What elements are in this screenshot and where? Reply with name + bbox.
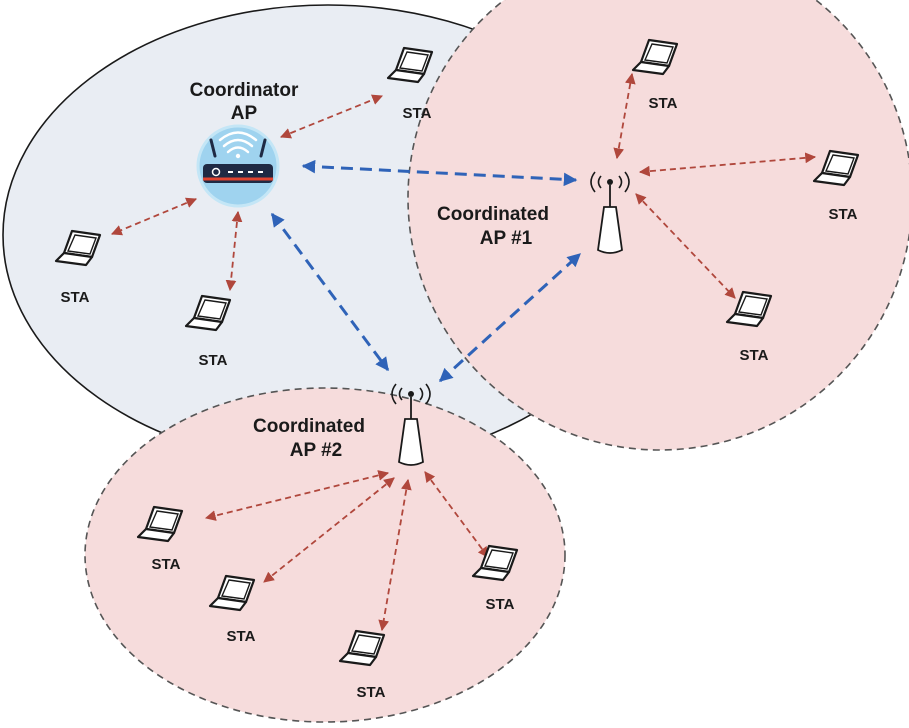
sta-label: STA: [486, 596, 515, 613]
link-coordinator-sta-left: [111, 197, 197, 236]
sta-label: STA: [740, 347, 769, 364]
sta-label: STA: [152, 556, 181, 573]
coordinated-ap-1-label-line2: AP #1: [480, 228, 533, 249]
sta-label: STA: [199, 352, 228, 369]
backhaul-link-coordinator-ap2: [270, 212, 390, 372]
link-ap1-sta-top: [613, 72, 636, 160]
link-ap2-sta-2: [263, 477, 395, 583]
antenna-icon: [391, 383, 431, 466]
sta-label: STA: [403, 105, 432, 122]
sta-label: STA: [357, 684, 386, 701]
station-links: [111, 72, 817, 632]
coordinator-label-line1: Coordinator: [190, 80, 299, 101]
wifi-router-icon: [196, 124, 280, 208]
coordinated-ap-2-label-line1: Coordinated: [253, 416, 365, 437]
coordinated-ap-2-label-line2: AP #2: [290, 440, 342, 461]
coordinator-label-line2: AP: [231, 103, 258, 124]
sta-label: STA: [227, 628, 256, 645]
backhaul-link-ap1-ap2: [438, 252, 582, 383]
link-coordinator-sta-bottom: [225, 210, 243, 292]
sta-label: STA: [61, 289, 90, 306]
sta-label: STA: [829, 206, 858, 223]
coordinated-ap-1-label-line1: Coordinated: [437, 204, 549, 225]
antenna-icon: [590, 171, 630, 254]
sta-label: STA: [649, 95, 678, 112]
link-ap1-sta-bottom: [635, 193, 736, 299]
backhaul-links: [270, 159, 582, 383]
backhaul-link-coordinator-ap1: [301, 159, 578, 187]
link-coordinator-sta-top: [279, 94, 384, 139]
link-ap2-sta-3: [378, 478, 412, 632]
link-ap2-sta-4: [424, 471, 489, 558]
